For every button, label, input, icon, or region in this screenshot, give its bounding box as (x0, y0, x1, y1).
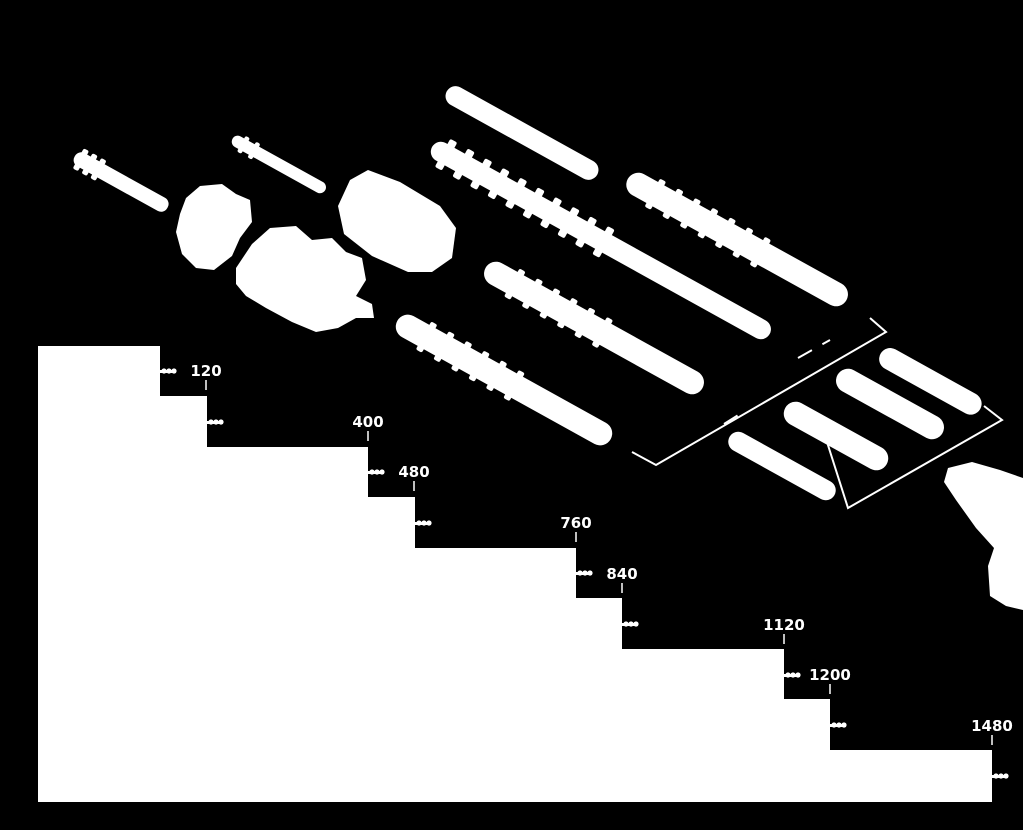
drive-pin-icon (231, 135, 326, 194)
drill-body-icon (944, 462, 1023, 610)
short-threaded-rod-icon (73, 148, 169, 212)
bolt-connector-icon (368, 469, 385, 475)
step-label-760: 760 (560, 514, 591, 532)
extension-bar-1-icon (879, 348, 982, 415)
parts-tray-outline (631, 317, 1004, 510)
step-label-840: 840 (606, 565, 637, 583)
extension-bar-4-icon (728, 431, 836, 501)
step-label-1200: 1200 (809, 666, 851, 684)
step-label-480: 480 (398, 463, 429, 481)
bolt-connector-icon (784, 672, 801, 678)
bolt-connector-icon (415, 520, 432, 526)
gear-clutch-icon (176, 184, 252, 270)
step-label-1120: 1120 (763, 616, 805, 634)
motor-body-icon (338, 170, 456, 272)
extension-bar-3-icon (783, 401, 889, 471)
bolt-connector-icon (622, 621, 639, 627)
exploded-parts-group (73, 86, 1023, 610)
step-label-1480: 1480 (971, 717, 1013, 735)
long-threaded-shaft-icon (430, 139, 771, 340)
threaded-rod-upper-right-icon (626, 172, 848, 307)
threaded-rod-lower-icon (395, 314, 613, 446)
threaded-rod-center-icon (484, 261, 704, 395)
step-label-400: 400 (352, 413, 383, 431)
bolt-connector-icon (207, 419, 224, 425)
bolt-connector-icon (160, 368, 177, 374)
staircase-steps (38, 346, 992, 802)
step-label-120: 120 (190, 362, 221, 380)
step-labels-layer: 120 400 480 760 840 1120 1200 1480 (160, 362, 1013, 779)
bolt-connector-icon (992, 773, 1009, 779)
bolt-connector-icon (576, 570, 593, 576)
gearbox-housing-icon (236, 226, 374, 332)
extension-bar-2-icon (836, 368, 944, 440)
bolt-connector-icon (830, 722, 847, 728)
long-rod-top-icon (445, 86, 599, 180)
